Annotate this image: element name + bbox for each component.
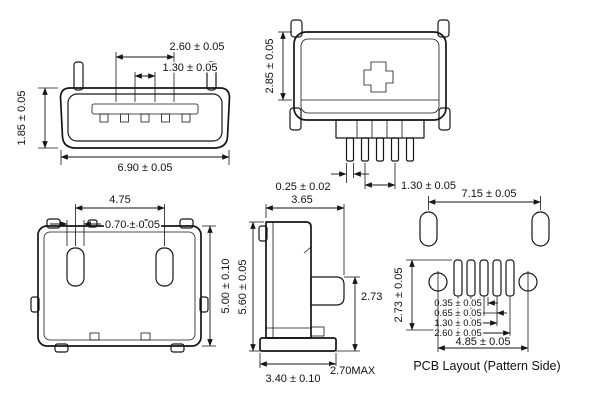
bottom-side-tab xyxy=(30,296,40,313)
dim-label: 3.40 ± 0.10 xyxy=(266,373,321,385)
front-pin xyxy=(181,113,191,123)
dim-top-pin-pitch: 1.30 ± 0.05 xyxy=(364,163,458,194)
front-shell-inner xyxy=(67,93,223,142)
dim-label: 6.90 ± 0.05 xyxy=(118,162,173,174)
front-shell xyxy=(59,61,231,149)
pcb-signal-pad xyxy=(492,259,502,297)
dim-side-top-depth: 3.65 xyxy=(265,192,345,275)
bottom-tab xyxy=(142,219,153,228)
dim-label: 5.60 ± 0.05 xyxy=(237,260,249,315)
dim-pcb-hole-span: 4.85 ± 0.05 xyxy=(437,293,529,352)
bottom-body-outline xyxy=(37,225,202,347)
dim-label: 2.73 ± 0.05 xyxy=(393,268,405,323)
side-foot xyxy=(259,337,337,352)
side-tongue xyxy=(310,276,345,306)
top-shell-inner xyxy=(300,38,440,114)
bottom-foot-tab xyxy=(54,343,69,353)
dim-pcb-mount-pad-span: 7.15 ± 0.05 xyxy=(428,186,541,210)
dim-label: 0.25 ± 0.02 xyxy=(276,181,331,193)
bottom-body xyxy=(30,218,209,353)
dim-label: 4.75 xyxy=(109,194,130,206)
bottom-foot-tab xyxy=(170,343,185,353)
pcb-mount-pad xyxy=(531,211,550,247)
front-pin xyxy=(99,113,109,123)
side-view: 3.65 5.60 ± 0.05 2.73 3.40 ± 0.10 2.70MA… xyxy=(235,192,384,387)
top-pin xyxy=(405,137,415,162)
dim-bottom-leg-width: 0.70 ± 0.05 xyxy=(50,217,162,246)
dim-label: 2.85 ± 0.05 xyxy=(264,39,276,94)
top-cutout xyxy=(363,61,394,93)
dim-side-base-width: 3.40 ± 0.10 2.70MAX xyxy=(259,353,378,387)
dim-front-shell-width: 6.90 ± 0.05 xyxy=(60,150,230,176)
dim-side-tail-height: 2.73 xyxy=(336,276,384,352)
pcb-layout-caption: PCB Layout (Pattern Side) xyxy=(413,359,560,373)
dim-label: 3.65 xyxy=(291,194,312,206)
bottom-view: 4.75 0.70 ± 0.05 5.00 ± 0.10 xyxy=(30,192,234,353)
bottom-body-inner xyxy=(43,231,196,341)
dim-label: 0.65 ± 0.05 xyxy=(434,308,481,319)
bottom-mark xyxy=(140,332,151,341)
dim-top-pin-thickness: 0.25 ± 0.02 xyxy=(274,163,369,195)
side-body xyxy=(258,221,345,352)
dim-bottom-body-depth: 5.00 ± 0.10 xyxy=(202,225,234,347)
bottom-mark xyxy=(89,332,100,341)
dim-side-overall-height: 5.60 ± 0.05 xyxy=(235,221,264,352)
top-hook xyxy=(290,19,303,38)
dim-front-pin-pitch: 1.30 ± 0.05 xyxy=(134,60,219,102)
front-view: 2.60 ± 0.05 1.30 ± 0.05 6.90 ± 0.05 1.85… xyxy=(14,39,231,176)
dim-pcb-pad-chain: 0.35 ± 0.05 0.65 ± 0.05 1.30 ± 0.05 2.60… xyxy=(433,296,511,341)
front-shell-outline xyxy=(59,87,231,149)
dim-bottom-leg-span: 4.75 xyxy=(75,192,165,246)
top-pin xyxy=(360,137,370,162)
dim-label: 1.30 ± 0.05 xyxy=(401,180,456,192)
top-view: 2.85 ± 0.05 0.25 ± 0.02 1.30 ± 0.05 xyxy=(262,19,458,195)
bottom-left-leg xyxy=(66,247,85,287)
side-hook xyxy=(258,225,268,242)
dim-label: 2.60 ± 0.05 xyxy=(434,328,481,339)
dim-front-pin-span: 2.60 ± 0.05 xyxy=(115,39,226,102)
dim-label: 2.60 ± 0.05 xyxy=(170,41,225,53)
pcb-signal-pad xyxy=(453,259,463,297)
dim-label: 1.30 ± 0.05 xyxy=(434,318,481,329)
side-stub xyxy=(310,326,325,337)
bottom-tab xyxy=(46,218,61,229)
top-pin xyxy=(390,137,400,162)
front-left-leg xyxy=(73,61,84,91)
dim-pcb-pattern-height: 2.73 ± 0.05 xyxy=(391,259,452,331)
top-pin-band xyxy=(335,119,425,139)
dim-label: 5.00 ± 0.10 xyxy=(220,259,232,314)
dim-front-shell-height: 1.85 ± 0.05 xyxy=(14,87,58,149)
top-pin xyxy=(345,137,355,162)
dim-label: 7.15 ± 0.05 xyxy=(462,188,517,200)
dim-label: 1.30 ± 0.05 xyxy=(163,62,218,74)
top-hook xyxy=(437,19,450,38)
dim-label-max-height: 2.70MAX xyxy=(330,365,376,377)
dim-top-shell-depth: 2.85 ± 0.05 xyxy=(262,31,292,101)
dim-label: 1.85 ± 0.05 xyxy=(16,91,28,146)
pcb-mount-pad xyxy=(419,211,438,247)
front-pin xyxy=(120,113,129,123)
dim-label: 4.85 ± 0.05 xyxy=(456,336,511,348)
dim-label: 2.73 xyxy=(361,291,382,303)
top-body xyxy=(289,19,451,162)
bottom-right-leg xyxy=(155,247,174,287)
front-pin xyxy=(161,113,170,123)
front-pin xyxy=(140,113,150,123)
bottom-tab xyxy=(179,218,194,229)
pcb-signal-pad xyxy=(479,259,489,297)
pcb-pattern xyxy=(419,211,550,297)
pcb-signal-pad xyxy=(505,259,515,297)
top-pin xyxy=(375,137,385,162)
front-right-leg xyxy=(206,61,217,91)
dim-label: 0.35 ± 0.05 xyxy=(434,298,481,309)
front-tongue xyxy=(91,103,199,115)
top-shell-outline xyxy=(293,31,447,121)
dim-label: 0.70 ± 0.05 xyxy=(105,219,160,231)
pcb-signal-pad xyxy=(466,259,476,297)
pcb-layout-view: 7.15 ± 0.05 2.73 ± 0.05 0.35 ± 0.05 0.65… xyxy=(391,186,562,375)
